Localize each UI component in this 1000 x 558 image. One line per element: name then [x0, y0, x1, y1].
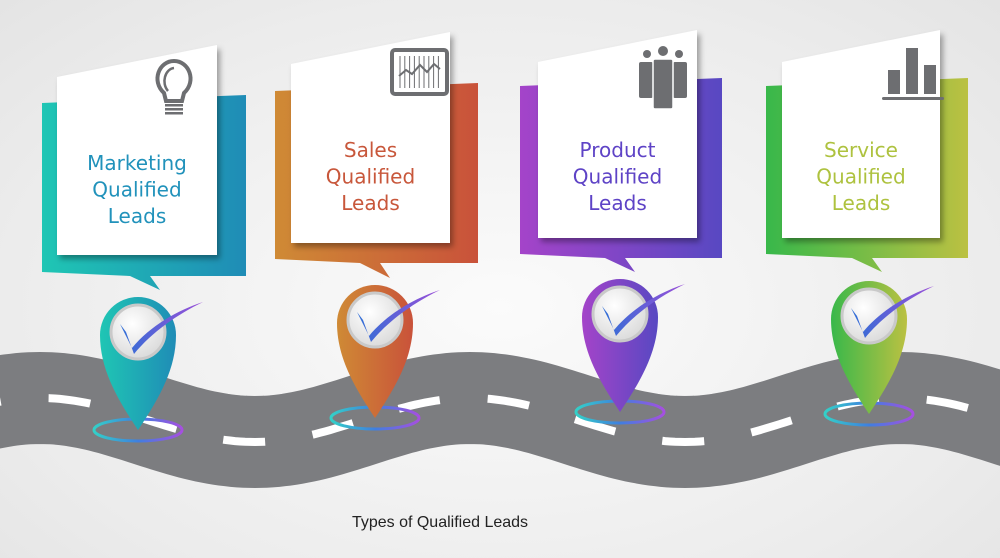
- checkmark-icon: [120, 302, 203, 354]
- pin-face: [109, 303, 167, 361]
- people-group-icon: [639, 46, 687, 110]
- card-title-line: Qualified: [326, 165, 415, 189]
- location-pin: [823, 281, 934, 427]
- card-panel: [782, 30, 940, 238]
- card-title-line: Service: [824, 138, 898, 162]
- location-pin: [329, 285, 440, 431]
- location-pin: [92, 297, 203, 443]
- checkmark-icon: [851, 286, 934, 338]
- card-title-line: Leads: [108, 204, 166, 228]
- card-title-line: Leads: [341, 191, 399, 215]
- card-title-line: Sales: [344, 138, 397, 162]
- lightbulb-icon: [155, 58, 193, 115]
- pin-face: [840, 287, 898, 345]
- card-title-line: Qualified: [573, 165, 662, 189]
- card-title-line: Product: [580, 138, 656, 162]
- bar-chart-icon: [882, 48, 944, 100]
- checkmark-icon: [357, 290, 440, 342]
- pin-face: [591, 285, 649, 343]
- card-title-line: Qualified: [816, 165, 905, 189]
- checkmark-icon: [602, 284, 685, 336]
- card-title-line: Qualified: [92, 178, 181, 202]
- location-pin: [574, 279, 685, 425]
- card-title-line: Leads: [832, 191, 890, 215]
- chart-monitor-icon: [390, 48, 449, 96]
- caption: Types of Qualified Leads: [351, 514, 529, 531]
- card-title-line: Leads: [588, 191, 646, 215]
- card-title-line: Marketing: [87, 151, 187, 175]
- card-panel: [57, 45, 217, 255]
- card-panel: [291, 32, 450, 243]
- pin-face: [346, 291, 404, 349]
